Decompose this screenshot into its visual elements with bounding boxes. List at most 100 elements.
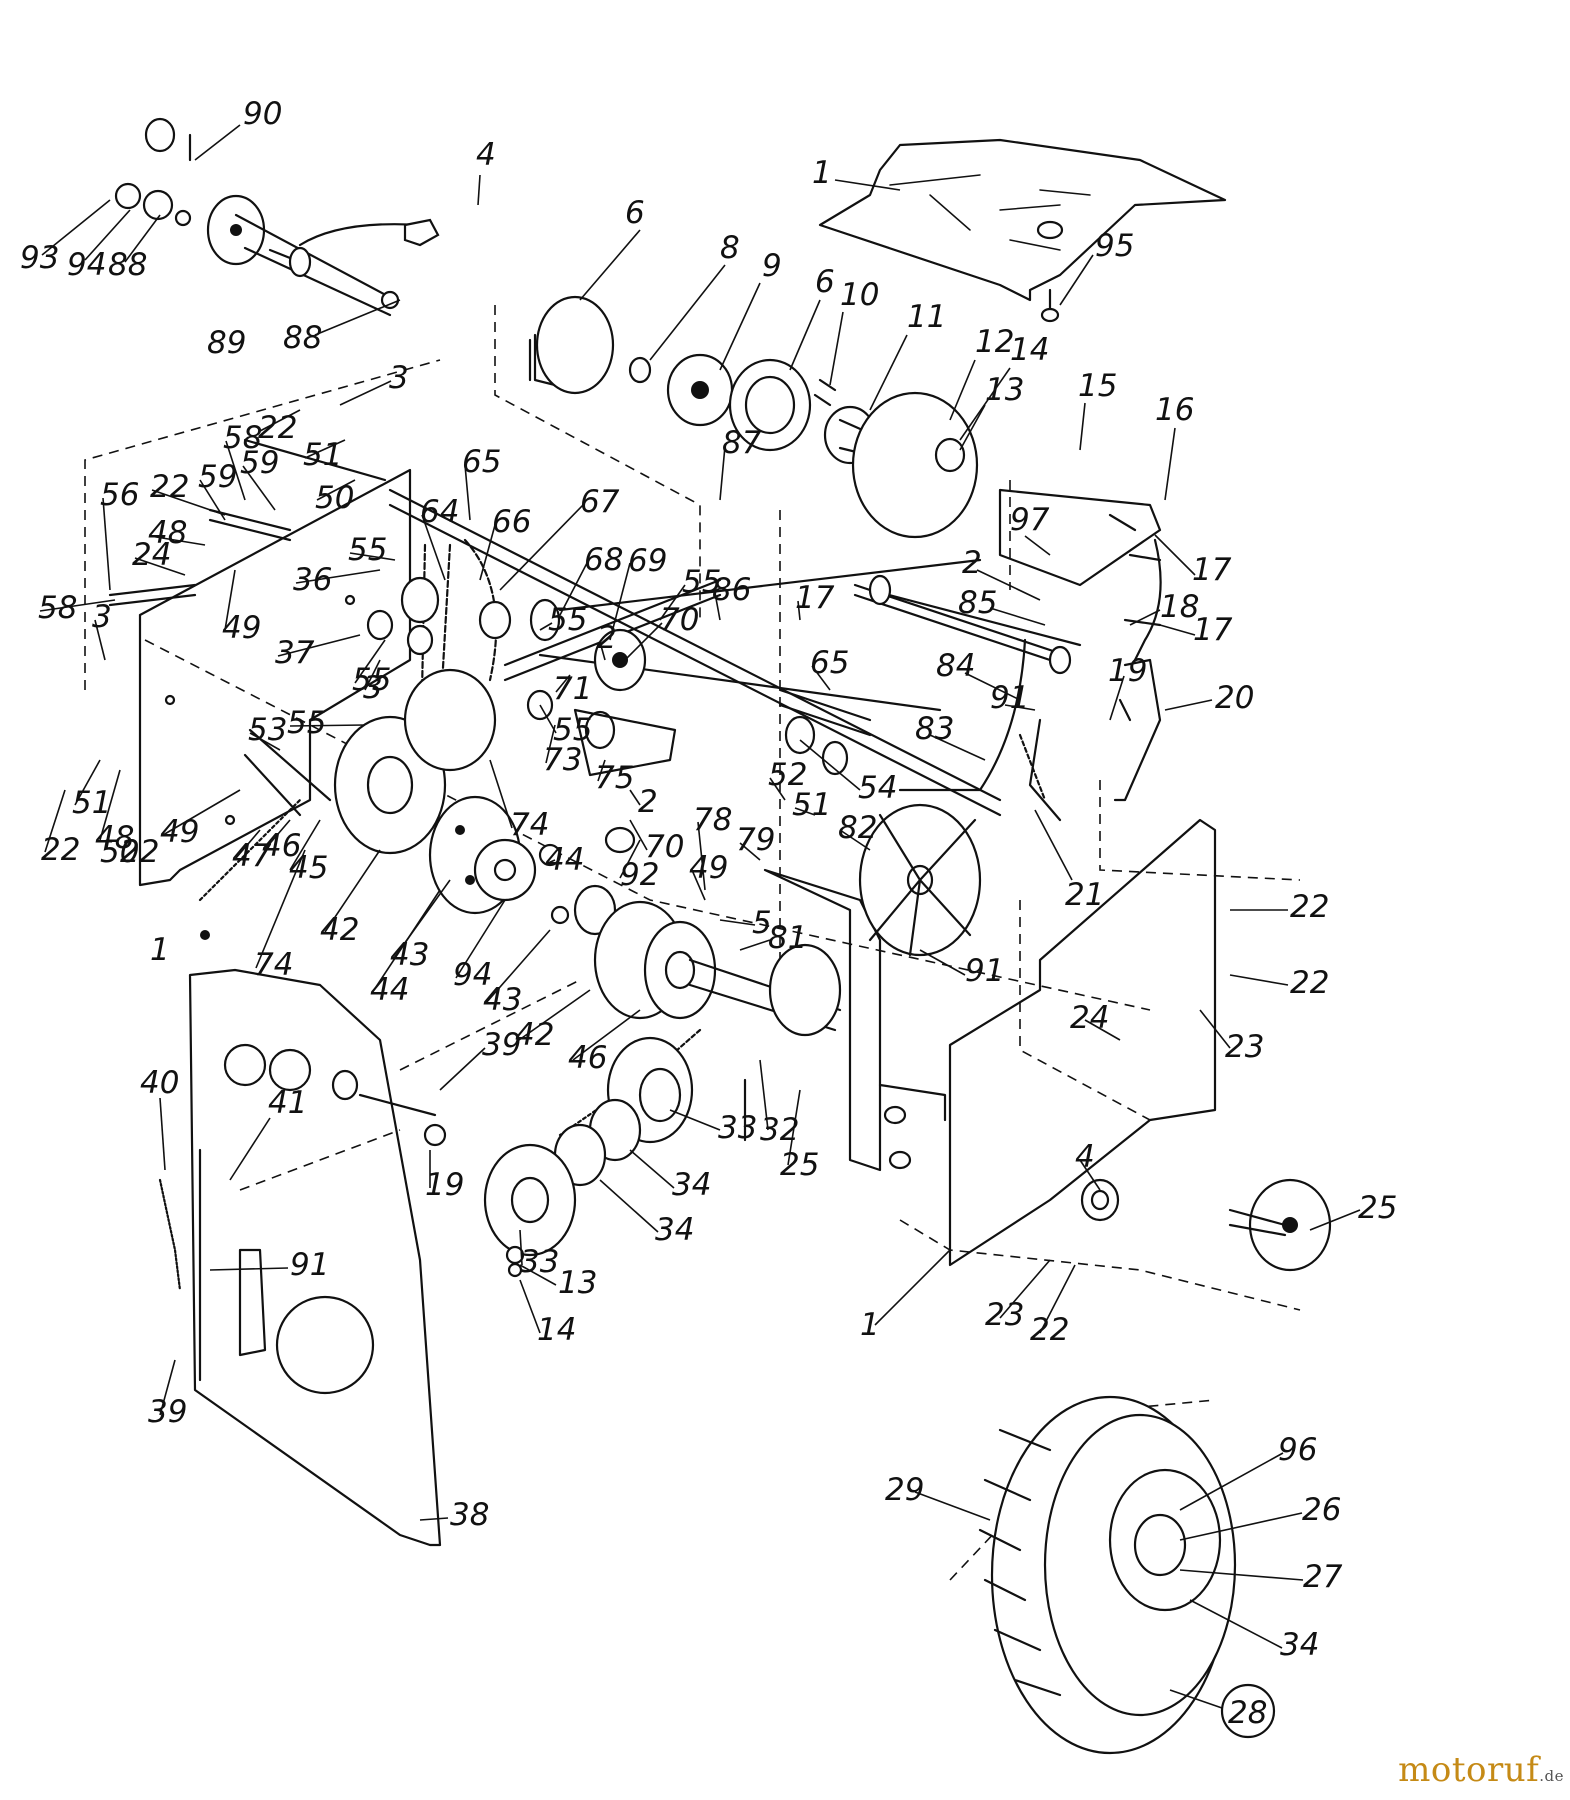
housing-bearing-row: [528, 295, 979, 539]
brand-tld: .de: [1539, 1767, 1564, 1785]
label-28: 28: [1228, 1695, 1267, 1731]
label-50: 48: [95, 820, 134, 856]
cover-plate: [818, 138, 1227, 323]
label-45: 45: [289, 850, 328, 886]
label-65b: 65: [810, 645, 849, 681]
label-71: 71: [553, 671, 592, 707]
label-19b: 19: [425, 1167, 464, 1203]
label-88: 88: [108, 247, 147, 283]
label-39b: 39: [148, 1394, 187, 1430]
label-13b: 13: [558, 1265, 597, 1301]
label-49: 49: [689, 850, 728, 886]
label-89: 89: [207, 325, 246, 361]
label-3c: 3: [389, 360, 409, 396]
label-53: 52: [768, 757, 807, 793]
label-18: 18: [1160, 589, 1199, 625]
label-70: 70: [660, 602, 699, 638]
label-64: 64: [420, 494, 459, 530]
label-81: 81: [768, 920, 807, 956]
label-5: 5: [752, 905, 772, 941]
label-52: 51: [792, 787, 831, 823]
label-91b: 91: [965, 953, 1004, 989]
label-27: 27: [1303, 1559, 1343, 1595]
label-55: 54: [858, 770, 897, 806]
label-42: 42: [515, 1017, 554, 1053]
label-22d: 22: [120, 834, 159, 870]
label-67: 67: [580, 484, 620, 520]
label-6b: 6: [815, 264, 835, 300]
label-22e: 22: [41, 832, 80, 868]
label-22c: 22: [1030, 1312, 1069, 1348]
label-33: 33: [520, 1244, 559, 1280]
label-97: 97: [1010, 502, 1050, 538]
label-34: 34: [655, 1212, 694, 1248]
label-69: 69: [628, 543, 667, 579]
label-39: 39: [482, 1027, 521, 1063]
label-91: 91: [990, 680, 1029, 716]
label-6: 6: [625, 195, 645, 231]
label-22f: 22: [150, 469, 189, 505]
label-41: 41: [268, 1085, 307, 1121]
label-94: 94: [67, 247, 106, 283]
label-83: 83: [915, 711, 954, 747]
label-9: 9: [762, 248, 782, 284]
label-34b: 34: [672, 1167, 711, 1203]
label-14: 14: [1010, 332, 1049, 368]
label-17c: 17: [795, 580, 835, 616]
label-22: 22: [1290, 889, 1329, 925]
label-74: 74: [510, 807, 549, 843]
label-49c: 49: [222, 610, 261, 646]
label-63: 59: [198, 459, 237, 495]
label-84: 84: [936, 648, 975, 684]
label-37: 37: [275, 635, 315, 671]
label-20: 20: [1215, 680, 1254, 716]
label-92: 92: [620, 857, 659, 893]
label-88b: 88: [283, 320, 322, 356]
label-46: 46: [568, 1040, 607, 1076]
label-82: 82: [838, 810, 877, 846]
label-16: 16: [1155, 392, 1194, 428]
label-25b: 25: [780, 1147, 819, 1183]
label-22g: 22: [258, 410, 297, 446]
label-65: 65: [462, 444, 501, 480]
label-96: 96: [1278, 1432, 1317, 1468]
label-68: 68: [584, 542, 623, 578]
label-48b: 48: [148, 515, 187, 551]
label-55f: 55: [553, 712, 592, 748]
label-94b: 94: [453, 957, 492, 993]
label-70b: 70: [645, 829, 684, 865]
label-33b: 33: [718, 1110, 757, 1146]
label-22b: 22: [1290, 965, 1329, 1001]
label-1b: 1: [860, 1307, 880, 1343]
label-40: 40: [140, 1065, 179, 1101]
label-86: 86: [712, 572, 751, 608]
label-79: 79: [736, 822, 775, 858]
label-44: 44: [370, 972, 409, 1008]
label-1: 1: [812, 155, 832, 191]
label-51b: 51: [72, 785, 111, 821]
wheel-assembly: [978, 1178, 1332, 1755]
label-2: 2: [962, 545, 982, 581]
label-72: 74: [254, 947, 293, 983]
left-side-panel: [138, 468, 412, 887]
label-75: 75: [595, 760, 634, 796]
label-38: 38: [450, 1497, 489, 1533]
label-35: 34: [1280, 1627, 1319, 1663]
label-26: 26: [1302, 1492, 1341, 1528]
label-29: 29: [885, 1472, 924, 1508]
label-55b: 55: [287, 705, 326, 741]
label-25: 25: [1358, 1190, 1397, 1226]
label-17: 17: [1192, 552, 1232, 588]
label-51: 50: [100, 834, 139, 870]
label-15: 15: [1078, 368, 1117, 404]
label-2c: 2: [638, 784, 658, 820]
center-gearbox: [483, 900, 842, 1278]
label-54: 53: [248, 712, 287, 748]
label-24b: 24: [132, 537, 171, 573]
label-12: 12: [975, 324, 1014, 360]
label-19: 19: [1108, 653, 1147, 689]
label-14b: 14: [537, 1312, 576, 1348]
label-55c: 55: [348, 532, 387, 568]
chain-and-sprockets: [198, 538, 677, 940]
label-17b: 17: [1193, 612, 1233, 648]
